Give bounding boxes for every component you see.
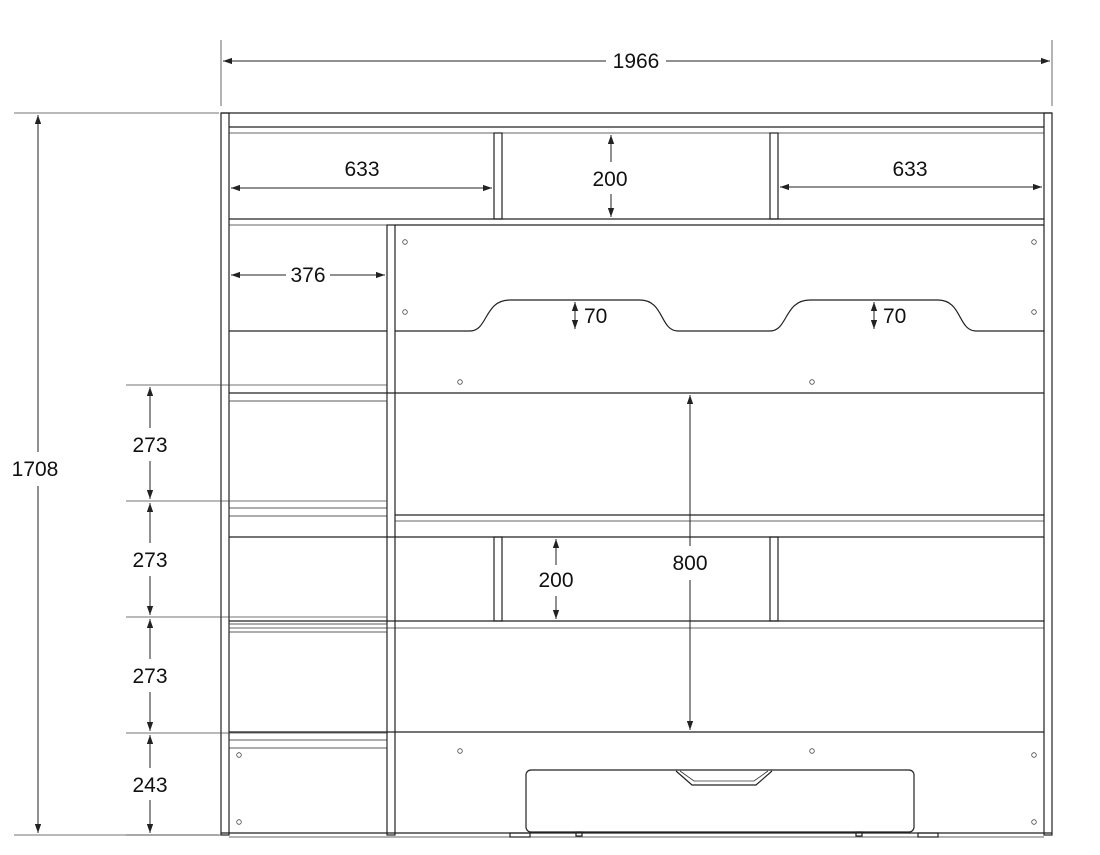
drawer-handle: [675, 770, 773, 786]
lower-base-rail: [221, 731, 1052, 838]
dimension-bed-clearance: 800: [672, 395, 708, 730]
bed-foot: [917, 832, 939, 838]
ladder-rung-4: [228, 739, 388, 749]
dim-label-cutout-right: 70: [883, 305, 906, 328]
dimension-ladder-width: 376: [231, 264, 385, 287]
dimension-shelf-right-width: 633: [780, 158, 1042, 191]
ladder-rung-2: [228, 507, 388, 517]
dim-label-cutout-left: 70: [584, 305, 607, 328]
ladder-rung-1: [228, 392, 388, 402]
screw-holes: [236, 239, 1037, 825]
under-bed-drawer: [525, 769, 915, 837]
middle-divider-left: [493, 536, 503, 622]
dimension-shelf-left-width: 633: [231, 158, 492, 192]
dimension-ladder-steps: 273 273 273 243: [126, 384, 387, 836]
dimension-overall-width: 1966: [220, 40, 1053, 106]
bed-frame: [220, 112, 1053, 838]
middle-divider-right: [769, 536, 779, 622]
ladder: [228, 224, 396, 836]
dim-label-step-3: 273: [132, 665, 167, 688]
drawer-front: [525, 769, 915, 833]
dimension-overall-height: 1708: [12, 112, 219, 836]
ladder-rail: [386, 224, 396, 836]
left-post: [220, 112, 230, 836]
shelf-divider-left: [493, 132, 503, 220]
dim-label-shelf-left-width: 633: [344, 158, 379, 181]
dimension-shelf-top-height: 200: [592, 135, 628, 217]
upper-guard-rail: [395, 224, 1044, 332]
guard-rail-cutouts: [395, 299, 1044, 332]
drawer-foot: [575, 831, 583, 837]
dim-label-shelf-top-height: 200: [592, 168, 627, 191]
dimension-cutout-right: 70: [870, 302, 906, 329]
bed-foot: [509, 832, 531, 838]
dim-label-step-4: 243: [132, 774, 167, 797]
lower-bed-top-rail: [229, 514, 1044, 538]
middle-shelf-unit: [229, 536, 1044, 629]
shelf-divider-right: [769, 132, 779, 220]
dim-label-ladder-width: 376: [290, 264, 325, 287]
dimension-cutout-left: 70: [571, 302, 607, 329]
dim-label-step-2: 273: [132, 549, 167, 572]
dim-label-bed-clearance: 800: [672, 552, 707, 575]
dim-label-step-1: 273: [132, 434, 167, 457]
dim-label-overall-width: 1966: [613, 50, 660, 73]
dimension-shelf-middle-height: 200: [538, 539, 574, 619]
drawer-foot: [855, 831, 863, 837]
right-post: [1043, 112, 1053, 836]
dim-label-shelf-right-width: 633: [892, 158, 927, 181]
dim-label-shelf-middle-height: 200: [538, 569, 573, 592]
dim-label-overall-height: 1708: [12, 458, 59, 481]
